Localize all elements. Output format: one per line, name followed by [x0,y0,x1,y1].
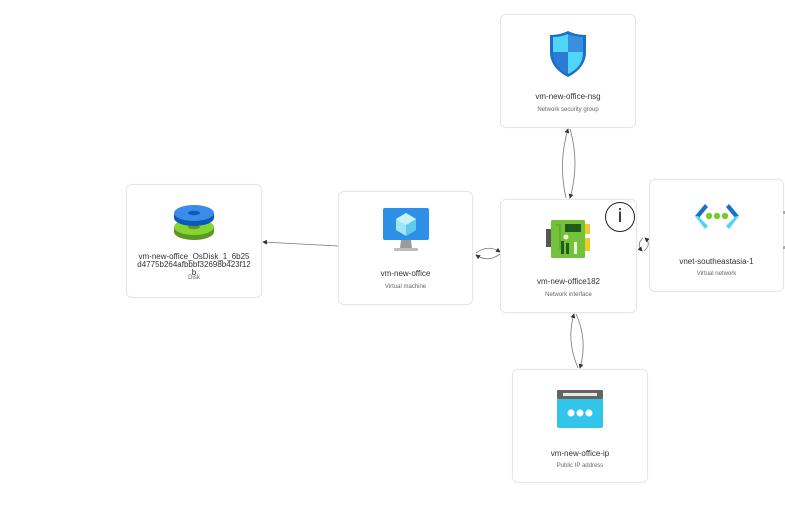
node-disk[interactable]: vm-new-office_OsDisk_1_6b25d4775b264afbb… [126,184,262,298]
virtual-network-icon [693,202,741,234]
node-type: Virtual network [696,271,737,277]
edge-nic-nsg-a [562,128,570,199]
node-type: Network security group [537,107,599,113]
edge-vm-disk [262,239,339,247]
node-name: vm-new-office-ip [550,449,610,458]
node-network-security-group[interactable]: vm-new-office-nsg Network security group [500,14,636,128]
edge-nic-vnet-b [643,237,650,252]
info-button[interactable]: i [605,202,635,232]
node-name: vm-new-office182 [537,277,600,286]
network-interface-icon [545,219,592,259]
node-name: vm-new-office [380,269,431,278]
node-name: vm-new-office_OsDisk_1_6b25d4775b264afbb… [137,252,251,277]
public-ip-icon [557,390,603,428]
node-type: Disk [188,275,200,281]
edge-nic-pip-b [575,313,584,369]
edge-nic-vnet-a [637,237,644,252]
node-name: vnet-southeastasia-1 [679,257,754,266]
node-virtual-network[interactable]: vnet-southeastasia-1 Virtual network [649,179,784,292]
node-virtual-machine[interactable]: vm-new-office Virtual machine [338,191,473,305]
edge-nic-pip-a [570,313,579,369]
node-type: Virtual machine [384,284,427,290]
edge-vm-nic-b [475,253,501,260]
virtual-machine-icon [382,208,430,254]
disk-icon [173,205,215,245]
node-public-ip[interactable]: vm-new-office-ip Public IP address [512,369,648,483]
node-type: Network interface [545,292,592,298]
edge-stub [783,246,785,249]
edge-vm-nic-a [475,247,501,254]
edge-stub [783,211,785,214]
node-name: vm-new-office-nsg [535,92,601,101]
edge-nic-nsg-b [568,128,576,199]
shield-icon [548,30,588,78]
node-type: Public IP address [556,463,604,469]
